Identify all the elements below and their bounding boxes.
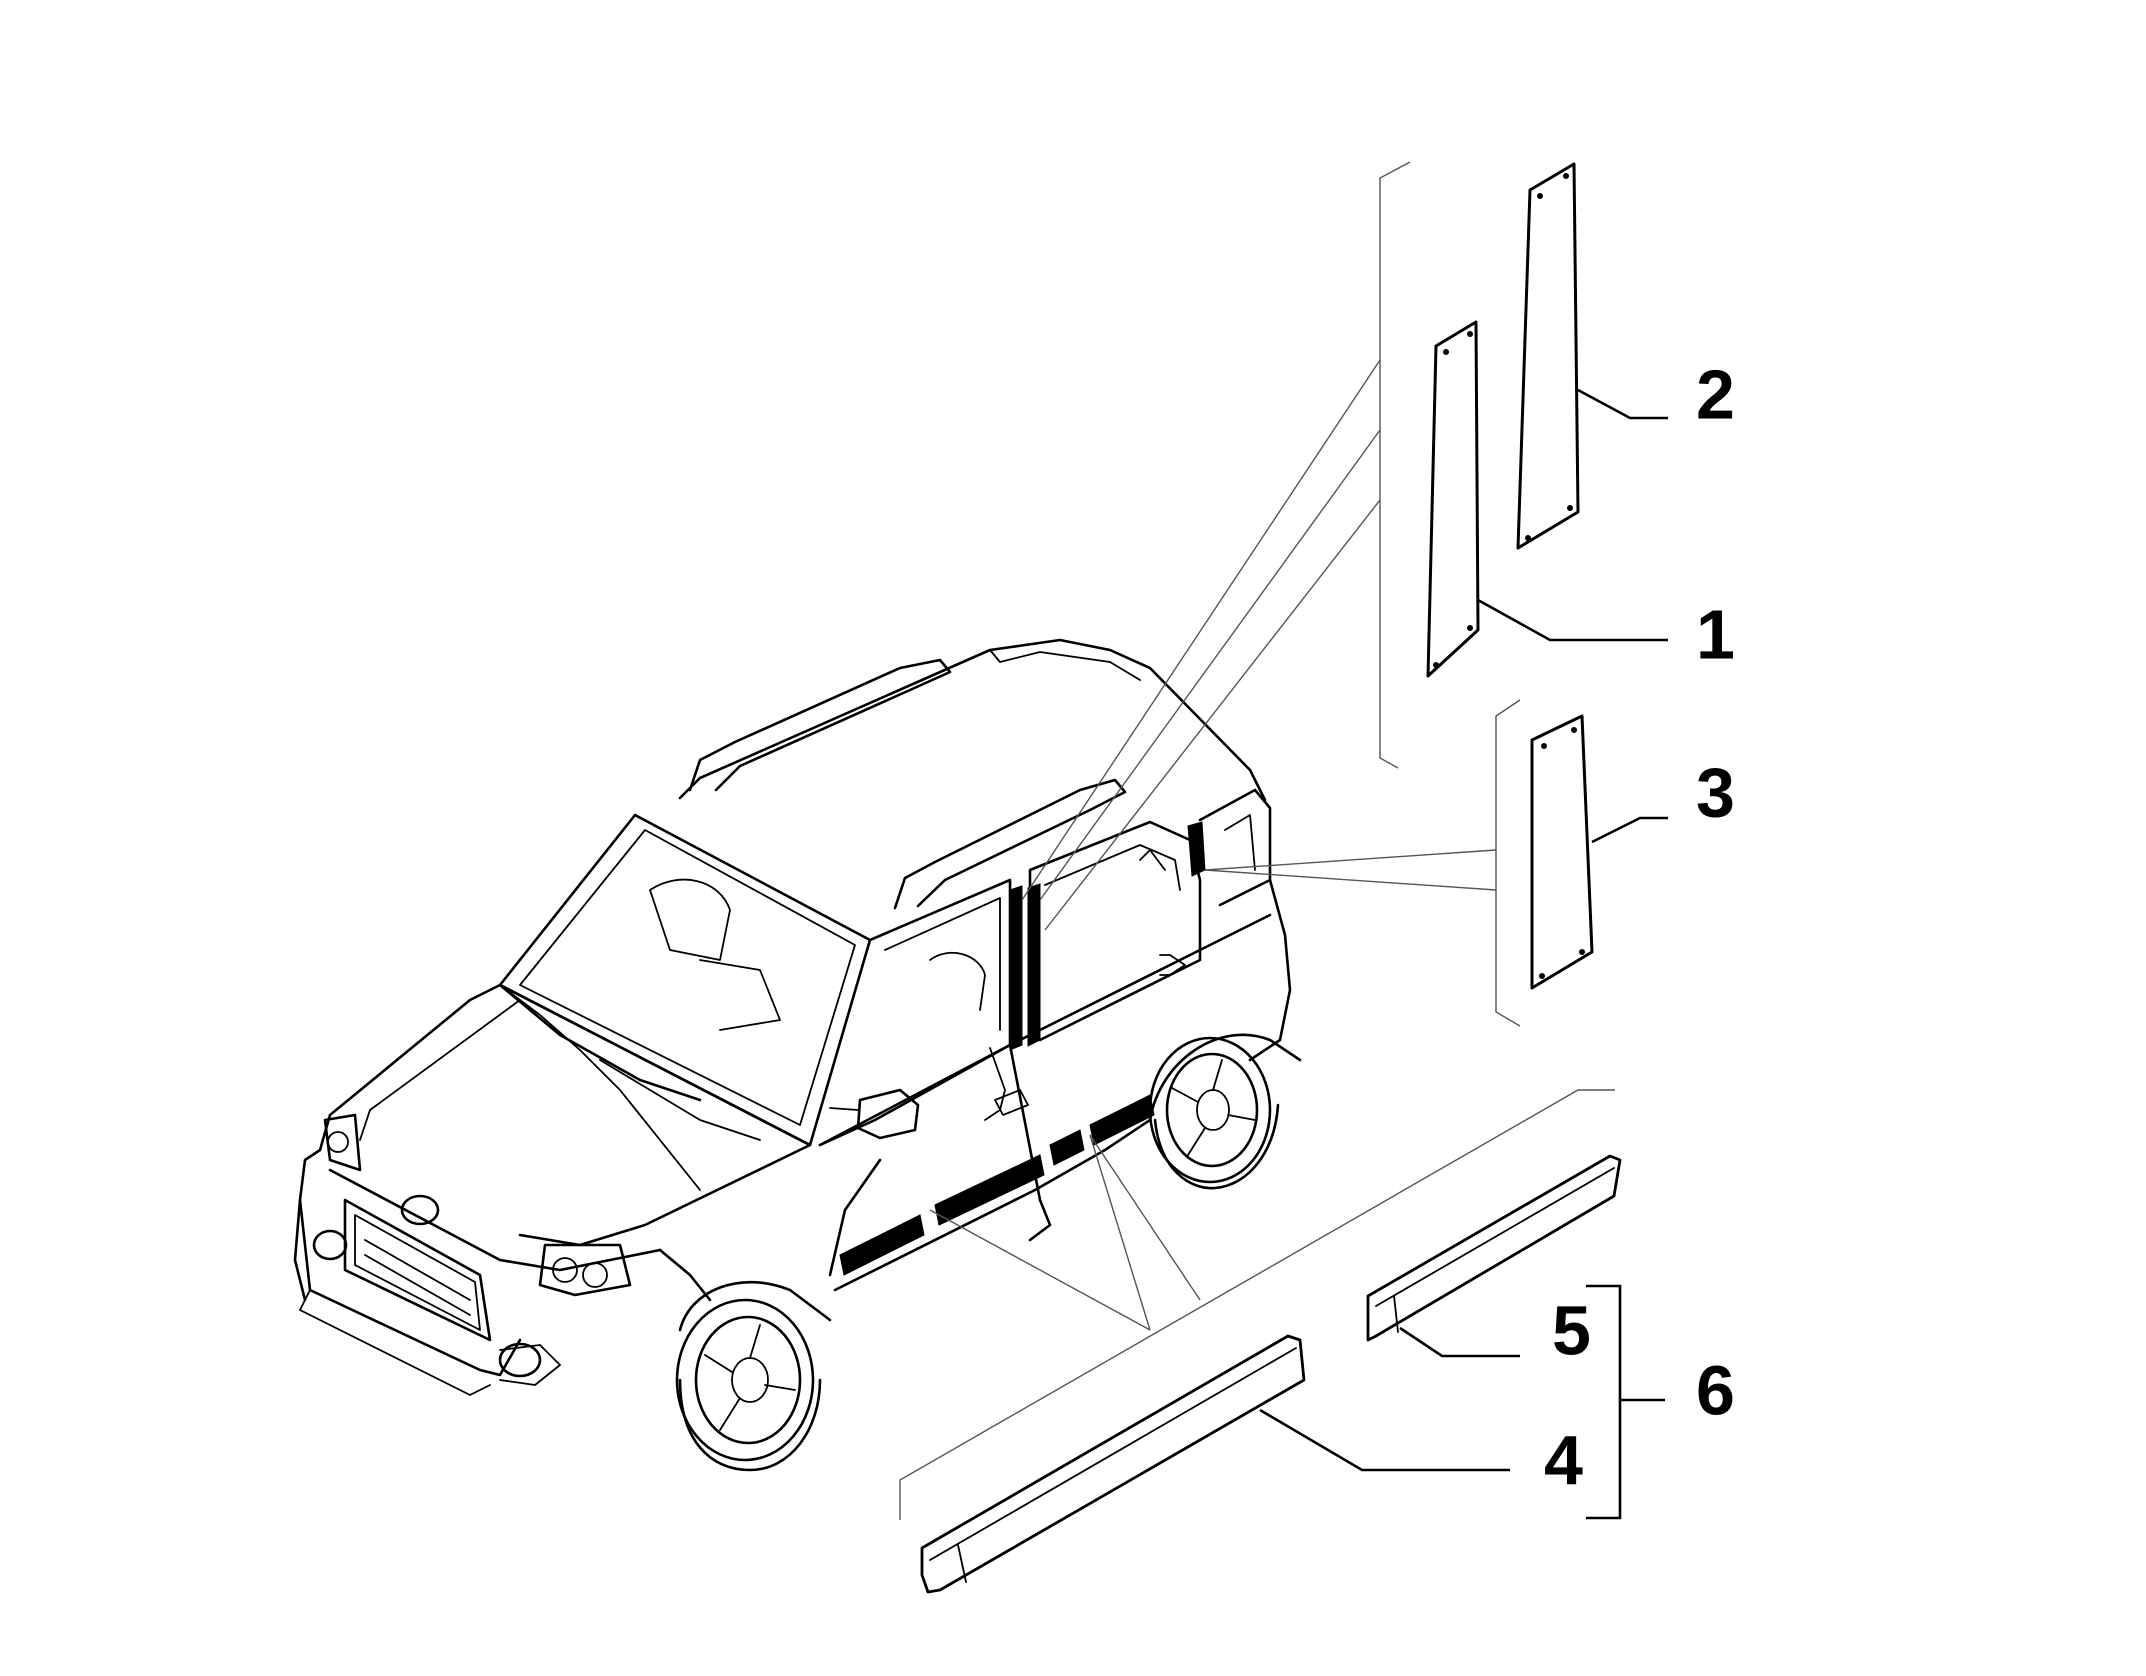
callout-labels: 1 2 3 4 5 6 (1544, 355, 1735, 1499)
part-3-pillar-trim (1530, 714, 1668, 990)
bracket-group-6 (1586, 1284, 1665, 1520)
part-2-pillar-trim (1516, 162, 1668, 550)
part-4-door-moulding (920, 1334, 1510, 1594)
callout-5: 5 (1552, 1291, 1591, 1369)
car-icon (293, 638, 1302, 1472)
pointer-lines (929, 359, 1497, 1331)
part-1-pillar-trim (1426, 320, 1668, 678)
callout-2: 2 (1696, 355, 1735, 433)
callout-1: 1 (1696, 595, 1735, 673)
part-5-door-moulding (1366, 1154, 1622, 1358)
trim-strips-on-car (839, 821, 1206, 1276)
callout-4: 4 (1544, 1421, 1583, 1499)
callout-3: 3 (1696, 753, 1735, 831)
group-frame-lines (899, 161, 1615, 1520)
callout-6: 6 (1696, 1351, 1735, 1429)
